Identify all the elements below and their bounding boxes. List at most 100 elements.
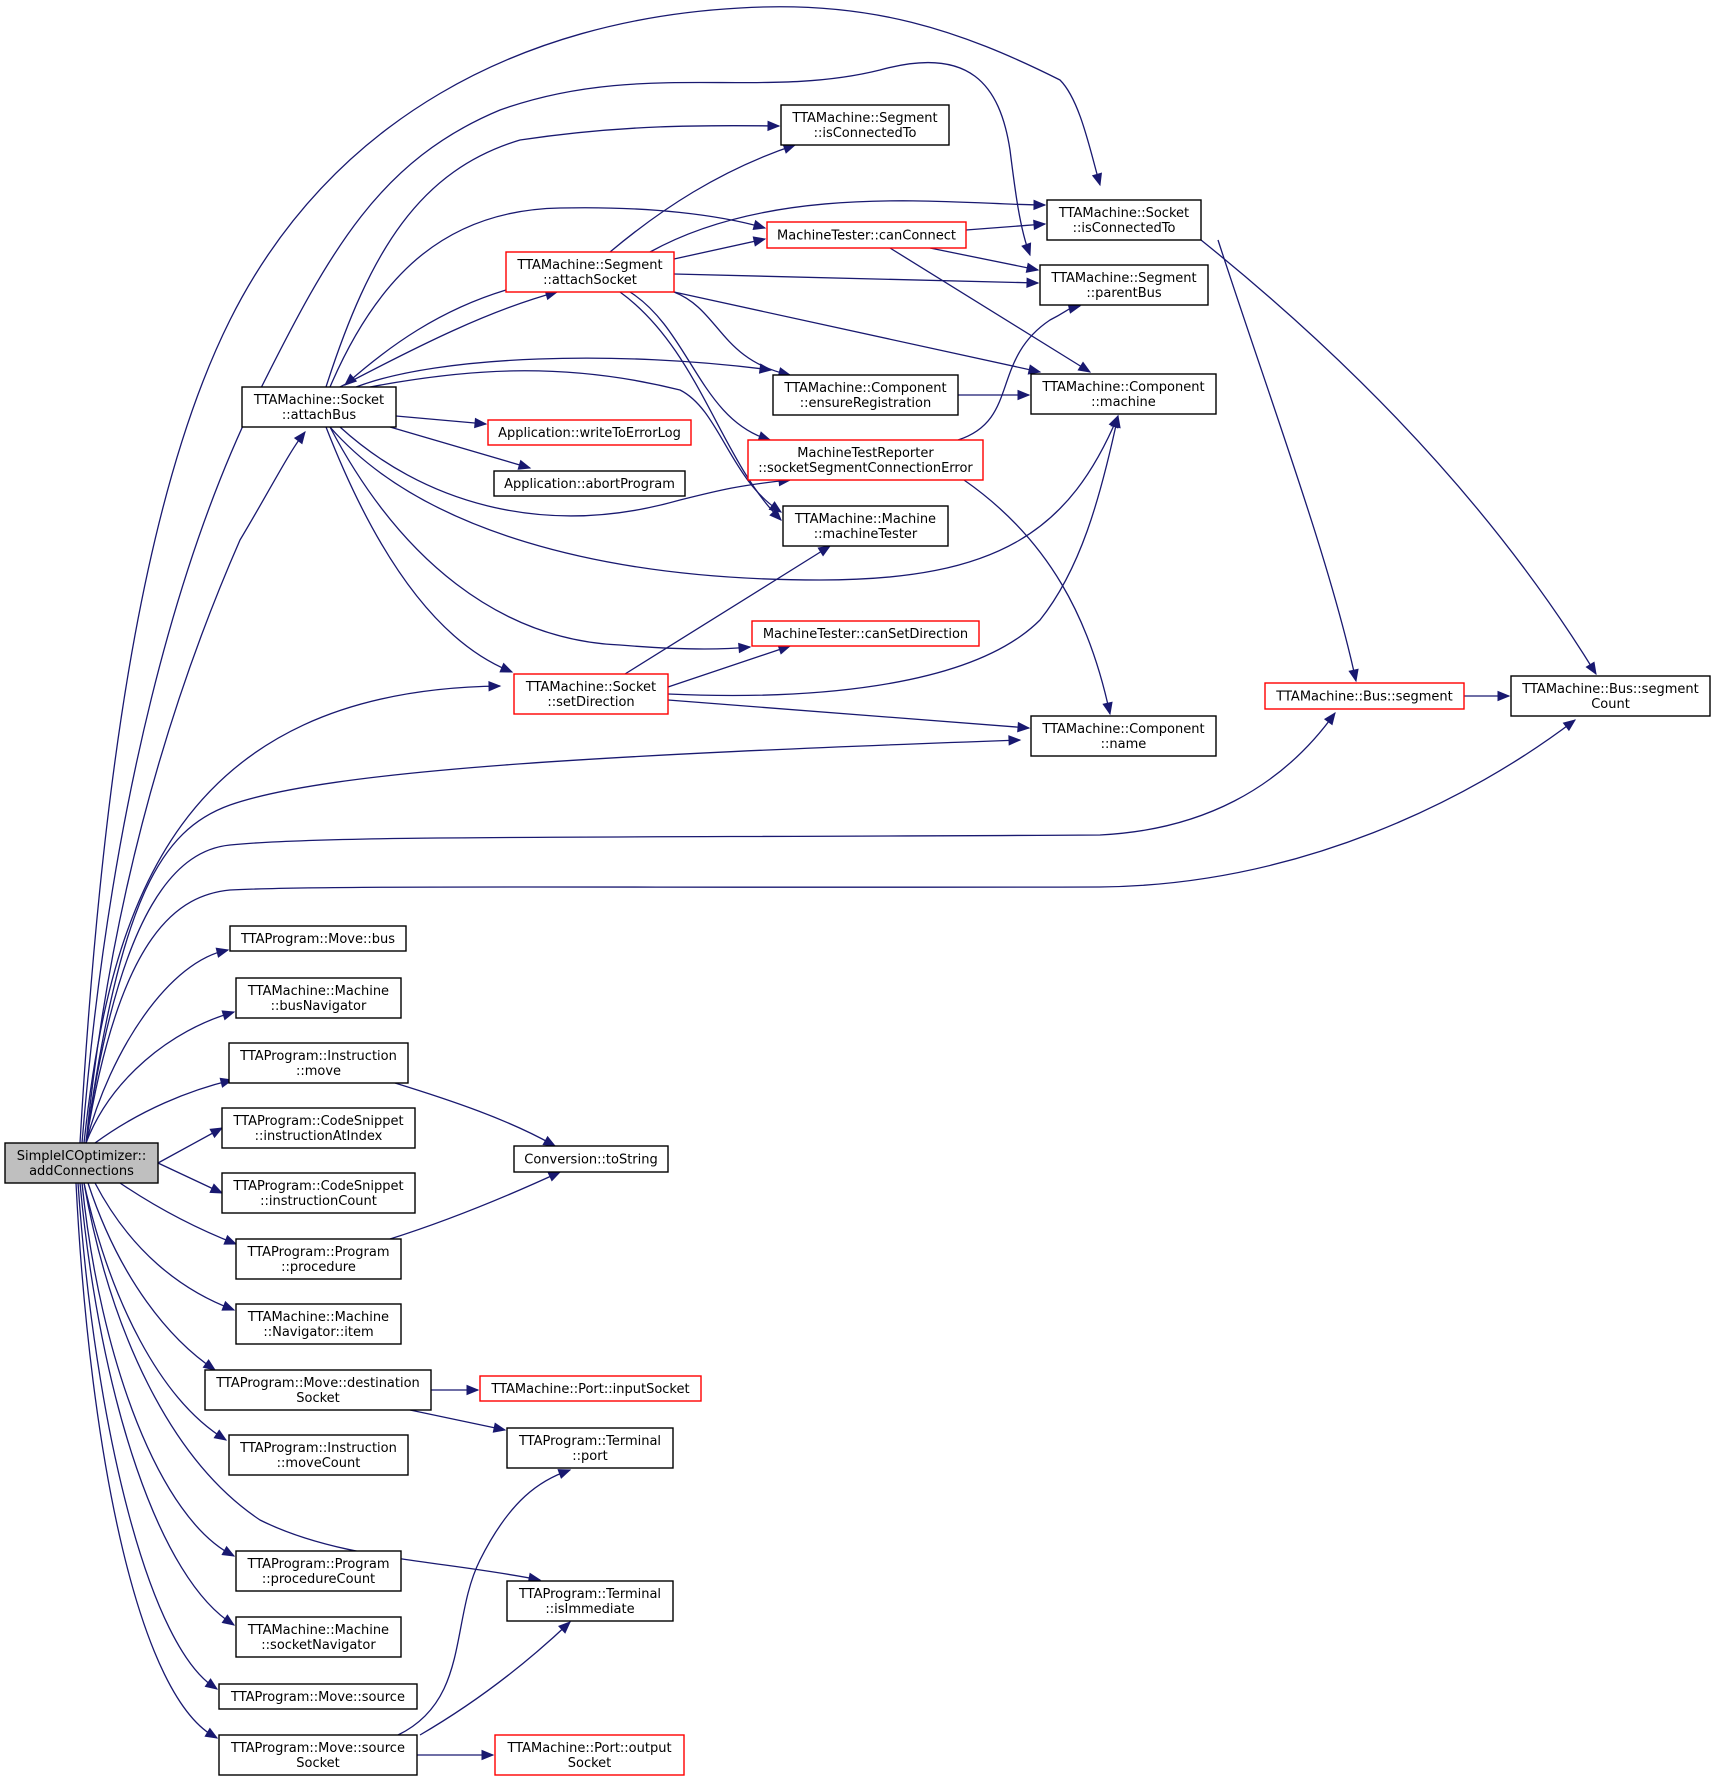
node-sock-attachBus[interactable]: TTAMachine::Socket::attachBus [241, 386, 397, 428]
node-box [229, 925, 407, 952]
edge-line [83, 1182, 227, 1441]
edge-seg_attachSocket-to-comp_machine [673, 291, 1042, 375]
node-label: TTAMachine::Component [1041, 380, 1204, 395]
node-box [513, 1145, 669, 1173]
node-label: ::setDirection [547, 695, 634, 710]
node-label: TTAMachine::Port::output [506, 1741, 671, 1756]
node-mt-canSetDirection[interactable]: MachineTester::canSetDirection [751, 620, 980, 647]
node-app-writeToErrorLog[interactable]: Application::writeToErrorLog [487, 419, 692, 446]
node-box [747, 439, 984, 481]
edge-mtr_socketSegErr-to-seg_parentBus [957, 303, 1082, 441]
node-prog-procedureCount[interactable]: TTAProgram::Program::procedureCount [235, 1550, 402, 1592]
edge-line [79, 1182, 235, 1626]
edge-sock_isConnectedTo-to-bus_segmentCount [1200, 239, 1597, 676]
arrowhead [1497, 690, 1511, 702]
node-conv-toString[interactable]: Conversion::toString [513, 1145, 669, 1173]
node-label: ::socketSegmentConnectionError [758, 461, 973, 476]
node-mt-canConnect[interactable]: MachineTester::canConnect [766, 221, 967, 249]
node-box [494, 1734, 685, 1776]
node-comp-machine[interactable]: TTAMachine::Component::machine [1030, 373, 1217, 415]
node-box [228, 1042, 409, 1084]
node-term-port[interactable]: TTAProgram::Terminal::port [506, 1427, 674, 1469]
node-label: addConnections [29, 1164, 134, 1179]
arrowhead [209, 1127, 224, 1139]
node-box [235, 977, 402, 1019]
node-term-isImmediate[interactable]: TTAProgram::Terminal::isImmediate [506, 1580, 674, 1622]
node-label: Socket [568, 1756, 612, 1771]
node-comp-ensureReg[interactable]: TTAMachine::Component::ensureRegistratio… [772, 374, 959, 416]
node-move-bus[interactable]: TTAProgram::Move::bus [229, 925, 407, 952]
edge-sock_setDirection-to-comp_name [667, 699, 1031, 733]
edge-seg_attachSocket-to-mach_machineTester [619, 291, 782, 521]
node-sock-setDirection[interactable]: TTAMachine::Socket::setDirection [513, 673, 669, 715]
edge-move_sourceSocket-to-term_isImmediate [419, 1621, 571, 1736]
arrowhead [547, 1171, 562, 1182]
edge-sock_attachBus-to-app_writeToErrorLog [395, 415, 488, 429]
node-mtr-socketSegErr[interactable]: MachineTestReporter::socketSegmentConnec… [747, 439, 984, 481]
node-instr-move[interactable]: TTAProgram::Instruction::move [228, 1042, 409, 1084]
arrowhead [221, 1545, 236, 1557]
node-box [204, 1369, 432, 1411]
node-box [235, 1303, 402, 1345]
node-app-abortProgram[interactable]: Application::abortProgram [493, 470, 686, 497]
node-cs-instructionCount[interactable]: TTAProgram::CodeSnippet::instructionCoun… [221, 1172, 416, 1214]
arrowhead [1027, 364, 1042, 375]
arrowhead [738, 642, 752, 654]
node-label: TTAProgram::Program [247, 1557, 390, 1572]
node-label: ::move [296, 1064, 341, 1079]
node-comp-name[interactable]: TTAMachine::Component::name [1030, 715, 1217, 757]
node-label: ::procedure [281, 1260, 356, 1275]
node-seg-isConnectedTo[interactable]: TTAMachine::Segment::isConnectedTo [780, 104, 950, 146]
edge-seg_attachSocket-to-mt_canConnect [673, 236, 767, 260]
function-nodes: SimpleICOptimizer::addConnectionsTTAMach… [4, 104, 1711, 1776]
edge-line [929, 247, 1039, 271]
node-box [221, 1107, 416, 1149]
arrowhead [466, 1384, 480, 1396]
node-label: ::ensureRegistration [800, 396, 931, 411]
node-seg-parentBus[interactable]: TTAMachine::Segment::parentBus [1039, 264, 1209, 306]
edge-line [329, 207, 766, 388]
edge-line [329, 426, 751, 650]
node-mach-machineTester[interactable]: TTAMachine::Machine::machineTester [782, 505, 949, 547]
edge-line [963, 479, 1111, 715]
node-bus-segment[interactable]: TTAMachine::Bus::segment [1264, 682, 1465, 710]
edge-mtr_socketSegErr-to-comp_name [963, 479, 1113, 716]
node-mach-socketNavigator[interactable]: TTAMachine::Machine::socketNavigator [235, 1616, 402, 1658]
node-nav-item[interactable]: TTAMachine::Machine::Navigator::item [235, 1303, 402, 1345]
node-root[interactable]: SimpleICOptimizer::addConnections [4, 1142, 159, 1184]
node-port-inputSocket[interactable]: TTAMachine::Port::inputSocket [479, 1375, 702, 1402]
node-seg-attachSocket[interactable]: TTAMachine::Segment::attachSocket [505, 251, 675, 293]
arrowhead [209, 1183, 224, 1194]
node-mach-busNavigator[interactable]: TTAMachine::Machine::busNavigator [235, 977, 402, 1019]
node-label: Count [1591, 697, 1630, 712]
node-box [505, 251, 675, 293]
edge-line [329, 415, 1119, 581]
node-label: TTAProgram::Move::source [230, 1741, 405, 1756]
edge-root-to-cs_instructionAtIndex [157, 1127, 224, 1164]
edge-line [957, 305, 1081, 441]
node-label: TTAMachine::Port::inputSocket [490, 1382, 689, 1397]
node-box [4, 1142, 159, 1184]
node-sock-isConnectedTo[interactable]: TTAMachine::Socket::isConnectedTo [1046, 199, 1202, 241]
arrowhead [1091, 172, 1102, 187]
node-box [1046, 199, 1202, 241]
node-box [1030, 715, 1217, 757]
node-label: ::Navigator::item [263, 1325, 373, 1340]
edge-seg_attachSocket-to-sock_isConnectedTo [649, 199, 1047, 253]
node-box [782, 505, 949, 547]
edge-line [395, 415, 487, 425]
node-label: ::socketNavigator [261, 1638, 376, 1653]
node-instr-moveCount[interactable]: TTAProgram::Instruction::moveCount [228, 1434, 409, 1476]
edge-line [339, 291, 558, 388]
edge-root-to-sock_setDirection [83, 680, 502, 1144]
node-label: TTAMachine::Socket [1058, 206, 1189, 221]
node-cs-instructionAtIndex[interactable]: TTAProgram::CodeSnippet::instructionAtIn… [221, 1107, 416, 1149]
node-prog-procedure[interactable]: TTAProgram::Program::procedure [235, 1238, 402, 1280]
edge-instr_move-to-conv_toString [394, 1082, 557, 1147]
node-label: ::attachSocket [543, 273, 637, 288]
node-move-source[interactable]: TTAProgram::Move::source [218, 1683, 418, 1710]
